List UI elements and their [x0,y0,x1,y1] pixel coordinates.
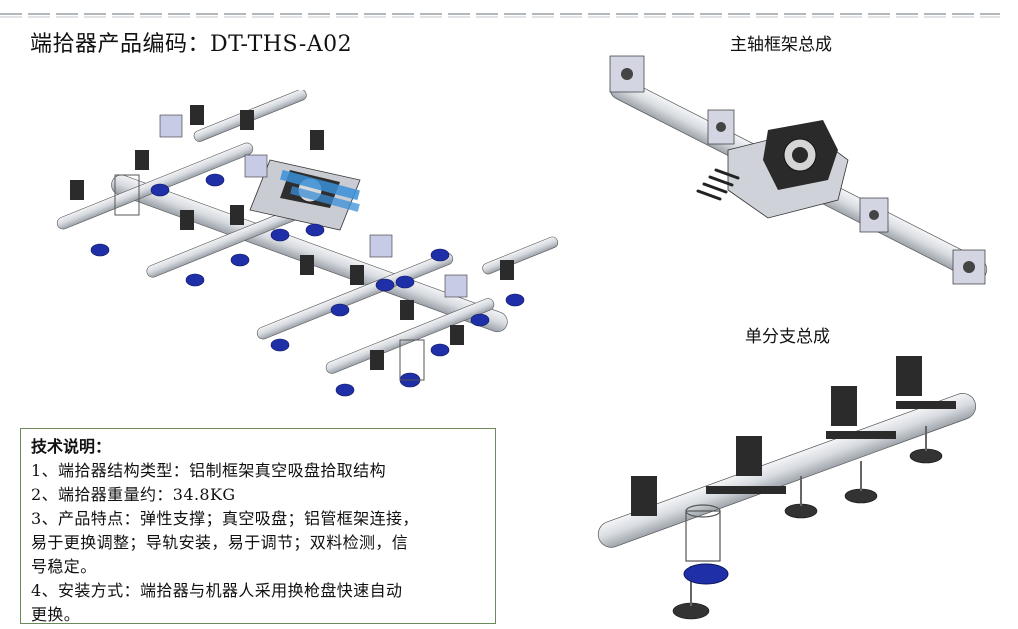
main-frame-label: 主轴框架总成 [730,35,832,55]
tech-notes-box: 技术说明： 1、端拾器结构类型：铝制框架真空吸盘拾取结构 2、端拾器重量约：34… [20,428,496,624]
page-title: 端拾器产品编码：DT-THS-A02 [30,32,353,57]
main-frame-illustration [609,55,988,285]
tech-note-line: 号稳定。 [31,557,97,576]
top-dashed-rule [0,13,1000,18]
single-branch-illustration [597,356,977,620]
quick-change-plate [249,159,361,231]
tech-notes-heading: 技术说明： [31,437,112,456]
tech-note-line: 易于更换调整；导轨安装，易于调节；双料检测，信 [31,533,409,552]
tech-note-line: 1、端拾器结构类型：铝制框架真空吸盘拾取结构 [31,461,386,480]
tech-note-line: 更换。 [31,605,81,624]
full-assembly-illustration [56,90,559,397]
single-branch-label: 单分支总成 [745,327,830,347]
tech-note-line: 3、产品特点：弹性支撑；真空吸盘；铝管框架连接， [31,509,419,528]
tech-note-line: 4、安装方式：端拾器与机器人采用换枪盘快速自动 [31,581,403,600]
tech-note-line: 2、端拾器重量约：34.8KG [31,485,236,504]
